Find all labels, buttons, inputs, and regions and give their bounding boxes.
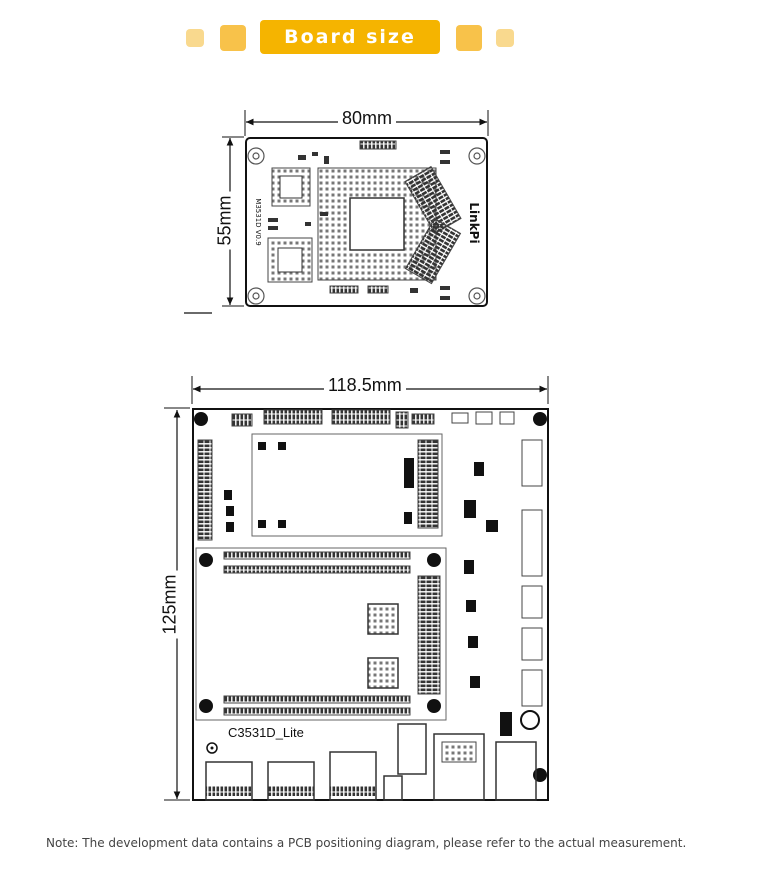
section-header: Board size [0,20,762,56]
board1-width-label: 80mm [338,108,397,129]
board2-width-label: 118.5mm [324,375,406,396]
section-title: Board size [260,20,440,54]
board1-height-label: 55mm [214,191,236,250]
footnote: Note: The development data contains a PC… [46,836,687,850]
decor-square-left-small [186,29,204,47]
board2-group: C3531D_Lite [164,376,549,801]
board2-model: C3531D_Lite [228,725,304,740]
board1-group: LinkPi M3531D V0.9 [184,110,489,314]
decor-square-right-big [456,25,482,51]
decor-square-left-big [220,25,246,51]
board1-model: M3531D V0.9 [254,198,262,245]
decor-square-right-small [496,29,514,47]
board1-brand: LinkPi [467,202,481,243]
board2-height-label: 125mm [159,570,181,639]
